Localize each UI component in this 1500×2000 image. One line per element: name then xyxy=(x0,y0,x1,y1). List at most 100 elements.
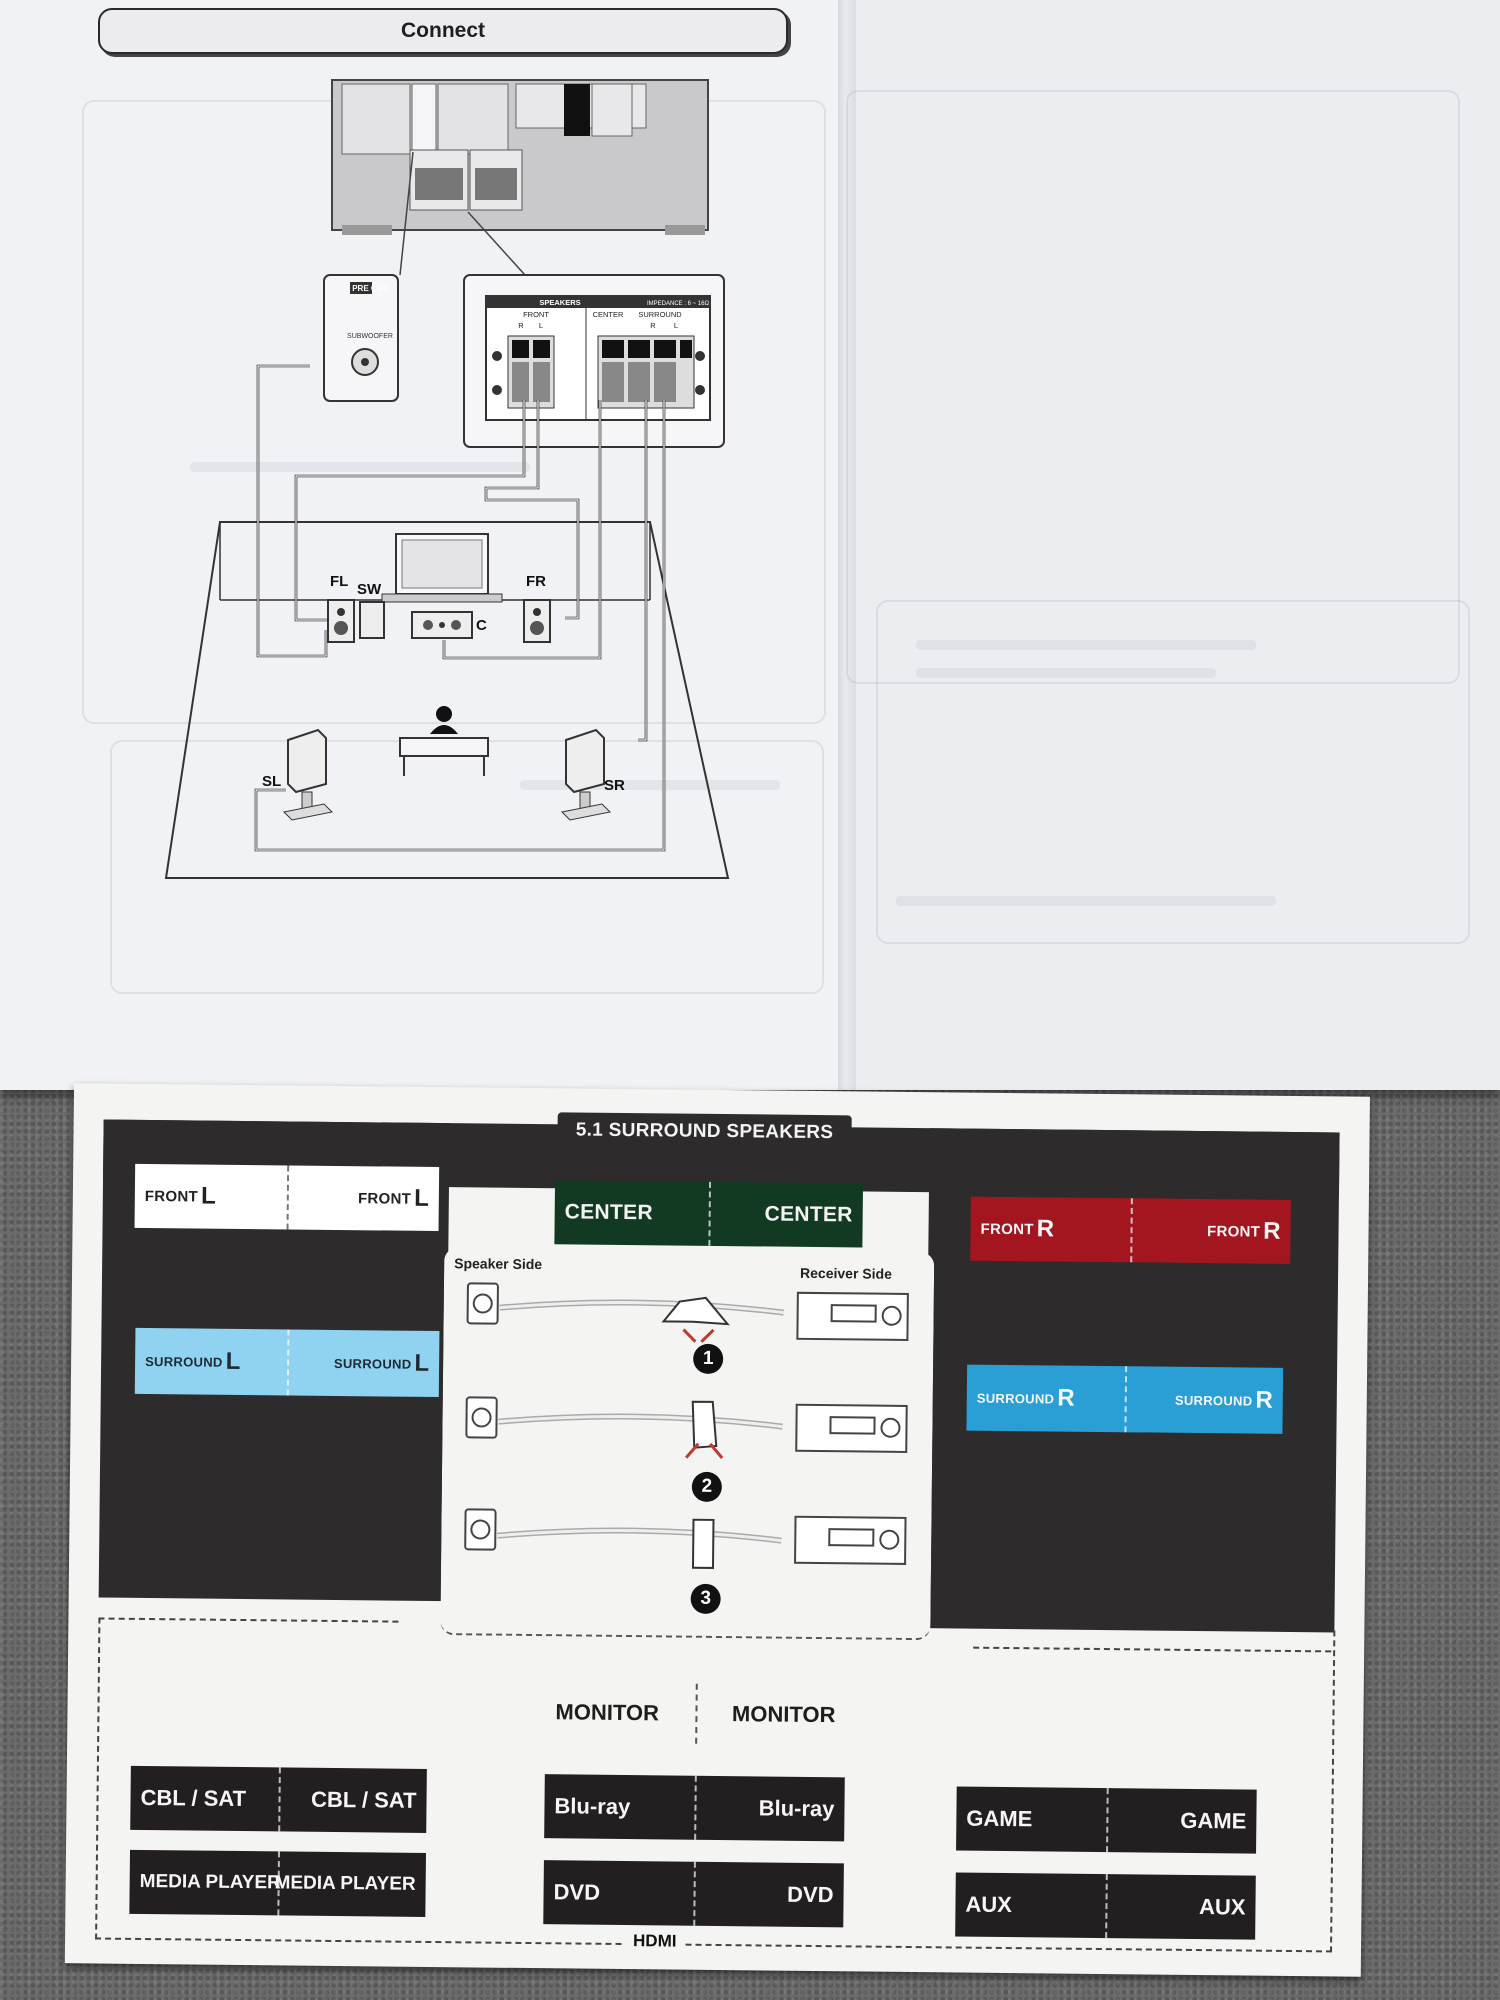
surround-r-label-right: SURROUND R xyxy=(1124,1366,1284,1434)
center-label-left: CENTER xyxy=(554,1180,709,1246)
hdmi-label: HDMI xyxy=(624,1931,685,1952)
manual-right-page xyxy=(846,0,1500,1090)
bleed-through-line xyxy=(520,780,780,790)
front-l-big-text: L xyxy=(414,1184,429,1212)
receiver-rear-panel xyxy=(331,79,709,235)
cbl-sat-label-pair: CBL / SAT CBL / SAT xyxy=(130,1765,427,1833)
bleed-through-box xyxy=(846,90,1460,684)
impedance-label: IMPEDANCE : 6 ~ 16Ω xyxy=(647,301,710,307)
front-r-big-text: R xyxy=(1036,1215,1055,1243)
aux-label-left: AUX xyxy=(965,1891,1013,1918)
game-label-right: GAME xyxy=(1106,1788,1257,1854)
surround-r-label-left: SURROUND R xyxy=(966,1365,1125,1433)
step-2-illustration xyxy=(465,1396,908,1459)
wiring-diagram: PRE OUT SUBWOOFER xyxy=(164,79,730,879)
front-r-label-pair: FRONT R FRONT R xyxy=(970,1196,1291,1264)
cbl-sat-label-right: CBL / SAT xyxy=(278,1767,427,1833)
speaker-fr-icon xyxy=(523,599,551,643)
center-text: CENTER xyxy=(564,1200,653,1225)
surround-l-label-pair: SURROUND L SURROUND L xyxy=(134,1327,440,1398)
bluray-label-left: Blu-ray xyxy=(554,1793,631,1820)
front-r-small-text: FRONT xyxy=(1206,1222,1261,1241)
bleed-through-line xyxy=(190,462,530,472)
terminal-surround-r: R xyxy=(650,321,656,330)
aux-label-pair: AUX AUX xyxy=(955,1872,1256,1940)
step-3-illustration xyxy=(464,1508,907,1569)
subwoofer-icon xyxy=(359,601,385,639)
media-player-label-left: MEDIA PLAYER xyxy=(139,1870,281,1894)
room-label-c: C xyxy=(476,617,487,634)
dvd-label-right: DVD xyxy=(693,1861,844,1928)
speaker-sr-icon xyxy=(560,728,612,821)
media-player-label-right: MEDIA PLAYER xyxy=(274,1851,426,1917)
front-r-label-left: FRONT R xyxy=(970,1197,1131,1263)
step-1-illustration xyxy=(466,1282,909,1343)
front-r-label-right: FRONT R xyxy=(1130,1198,1291,1264)
surround-l-label-left: SURROUND L xyxy=(135,1328,288,1396)
speaker-fl-icon xyxy=(327,599,355,643)
surround-r-big-text: R xyxy=(1057,1384,1075,1412)
speaker-sl-icon xyxy=(282,728,334,821)
tv-icon xyxy=(381,533,503,603)
bleed-through-line xyxy=(896,896,1276,906)
terminal-front-label: FRONT xyxy=(523,310,549,319)
terminal-center-label: CENTER xyxy=(593,310,624,319)
front-l-label-left: FRONT L xyxy=(135,1164,288,1230)
step-3-badge: 3 xyxy=(690,1583,721,1615)
bluray-label-pair: Blu-ray Blu-ray xyxy=(544,1774,845,1842)
listener-icon xyxy=(399,706,489,776)
label-wrapping-guide: Speaker Side Receiver Side xyxy=(440,1247,935,1641)
surround-l-big-text: L xyxy=(225,1347,241,1375)
pre-out-label: PRE OUT xyxy=(352,284,388,293)
room-label-sl: SL xyxy=(262,773,281,790)
surround-r-big-text: R xyxy=(1255,1386,1273,1414)
game-label-pair: GAME GAME xyxy=(956,1786,1257,1854)
media-player-label-pair: MEDIA PLAYER MEDIA PLAYER xyxy=(129,1849,426,1917)
dvd-label-left: DVD xyxy=(553,1879,601,1905)
speaker-terminal-callout xyxy=(463,274,725,448)
room-label-fr: FR xyxy=(526,573,546,590)
surround-r-small-text: SURROUND xyxy=(976,1390,1055,1406)
room-label-fl: FL xyxy=(330,573,348,590)
wrapping-steps-illustration xyxy=(464,1282,909,1569)
room-label-sw: SW xyxy=(357,581,382,598)
surround-l-small-text: SURROUND xyxy=(333,1355,412,1372)
bleed-through-line xyxy=(916,640,1256,650)
step-2-badge: 2 xyxy=(691,1471,722,1503)
aux-label-right: AUX xyxy=(1105,1874,1256,1940)
center-text: CENTER xyxy=(764,1202,853,1227)
room-label-sr: SR xyxy=(604,777,625,794)
terminal-surround-label: SURROUND xyxy=(638,310,682,319)
surround-l-label-right: SURROUND L xyxy=(286,1329,440,1398)
terminal-surround-l: L xyxy=(674,321,678,330)
center-speaker-icon xyxy=(411,611,473,639)
center-label-right: CENTER xyxy=(708,1181,864,1248)
front-l-label-pair: FRONT L FRONT L xyxy=(134,1163,440,1232)
manual-spine xyxy=(838,0,856,1090)
terminal-front-l: L xyxy=(539,321,543,330)
dvd-label-pair: DVD DVD xyxy=(543,1860,844,1928)
monitor-label-left: MONITOR xyxy=(555,1699,660,1726)
surround-r-small-text: SURROUND xyxy=(1174,1392,1253,1409)
pre-out-callout xyxy=(323,274,399,402)
speakers-terminal-label: SPEAKERS xyxy=(539,298,580,307)
terminal-front-r: R xyxy=(518,321,524,330)
game-label-left: GAME xyxy=(966,1805,1033,1832)
card-title-text: 5.1 SURROUND SPEAKERS xyxy=(575,1119,834,1144)
front-r-small-text: FRONT xyxy=(980,1220,1034,1238)
surround-l-small-text: SURROUND xyxy=(145,1353,223,1370)
card-title: 5.1 SURROUND SPEAKERS xyxy=(557,1112,852,1152)
speaker-label-card: 5.1 SURROUND SPEAKERS FRONT L FRONT L CE… xyxy=(64,1083,1370,1977)
monitor-label-right: MONITOR xyxy=(695,1683,846,1746)
front-l-label-right: FRONT L xyxy=(286,1165,440,1232)
section-header: Connect xyxy=(98,8,788,54)
front-l-small-text: FRONT xyxy=(144,1187,199,1206)
front-l-big-text: L xyxy=(200,1182,216,1210)
bluray-label-right: Blu-ray xyxy=(694,1775,845,1842)
step-1-badge: 1 xyxy=(693,1343,724,1375)
subwoofer-terminal-label: SUBWOOFER xyxy=(347,333,393,340)
front-r-big-text: R xyxy=(1263,1217,1281,1245)
monitor-label-pair: MONITOR MONITOR xyxy=(545,1682,846,1746)
manual-page: Connect xyxy=(0,0,1500,1090)
front-l-small-text: FRONT xyxy=(357,1189,412,1208)
